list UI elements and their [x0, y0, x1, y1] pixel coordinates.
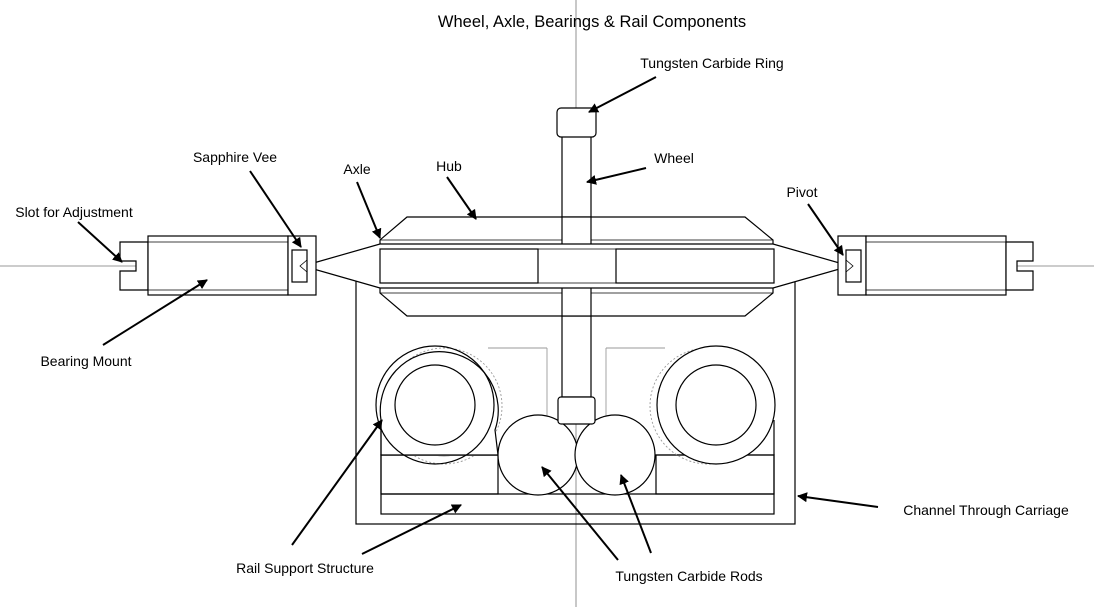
- right-ring-assembly: [649, 345, 776, 465]
- left-ring-inner: [394, 364, 476, 446]
- right-bearing-mount: [837, 235, 1034, 296]
- arrow-bearing-mount: [102, 279, 208, 346]
- labels: Wheel, Axle, Bearings & Rail Components …: [15, 13, 1069, 584]
- pivot-notch: [845, 259, 854, 273]
- label-channel-through-carriage: Channel Through Carriage: [903, 502, 1069, 518]
- tungsten-carbide-ring: [556, 107, 597, 138]
- axle: [300, 243, 853, 289]
- axle-right-insert: [615, 248, 775, 284]
- arrow-sapphire-vee: [249, 170, 302, 248]
- arrow-wheel: [586, 167, 647, 185]
- arrow-tungsten-carbide-rod-right: [619, 474, 652, 554]
- arrow-pivot: [807, 203, 844, 256]
- leader-arrows: [77, 76, 879, 561]
- arrow-tungsten-carbide-ring: [588, 76, 657, 113]
- arrow-hub: [446, 176, 477, 220]
- right-ring-outer: [656, 345, 776, 465]
- left-ring-outer: [375, 345, 495, 465]
- bearing-mount-left-body: [147, 235, 289, 296]
- left-tungsten-carbide-rod: [497, 414, 579, 496]
- right-tungsten-carbide-rod: [574, 414, 656, 496]
- label-hub: Hub: [436, 158, 462, 174]
- sapphire-vee-notch: [299, 259, 308, 273]
- slot-for-adjustment-right: [1005, 241, 1034, 291]
- arrow-rail-support-ring: [291, 419, 383, 546]
- rail-support-left-block: [380, 454, 499, 495]
- label-wheel: Wheel: [654, 150, 694, 166]
- right-ring-inner: [675, 364, 757, 446]
- label-bearing-mount: Bearing Mount: [40, 353, 131, 369]
- left-ring-assembly: [375, 345, 503, 465]
- axle-left-insert: [379, 248, 539, 284]
- label-tungsten-carbide-rods: Tungsten Carbide Rods: [615, 568, 762, 584]
- label-rail-support-structure: Rail Support Structure: [236, 560, 374, 576]
- label-tungsten-carbide-ring: Tungsten Carbide Ring: [640, 55, 783, 71]
- arrow-slot-for-adjustment: [77, 221, 123, 263]
- label-axle: Axle: [343, 161, 370, 177]
- bearing-mount-right-body: [865, 235, 1007, 296]
- left-bearing-mount: [119, 235, 317, 296]
- arrow-rail-support-base: [361, 504, 462, 555]
- arrow-channel-through-carriage: [797, 492, 879, 508]
- left-ring-body: [379, 351, 499, 456]
- tungsten-carbide-rods: [497, 414, 656, 496]
- diagram-title: Wheel, Axle, Bearings & Rail Components: [438, 13, 746, 31]
- arrow-tungsten-carbide-rod-left: [541, 466, 619, 561]
- label-sapphire-vee: Sapphire Vee: [193, 149, 277, 165]
- arrow-axle: [356, 181, 382, 239]
- label-slot-for-adjustment: Slot for Adjustment: [15, 204, 133, 220]
- label-pivot: Pivot: [786, 184, 817, 200]
- wheel-lower-ring: [557, 396, 596, 425]
